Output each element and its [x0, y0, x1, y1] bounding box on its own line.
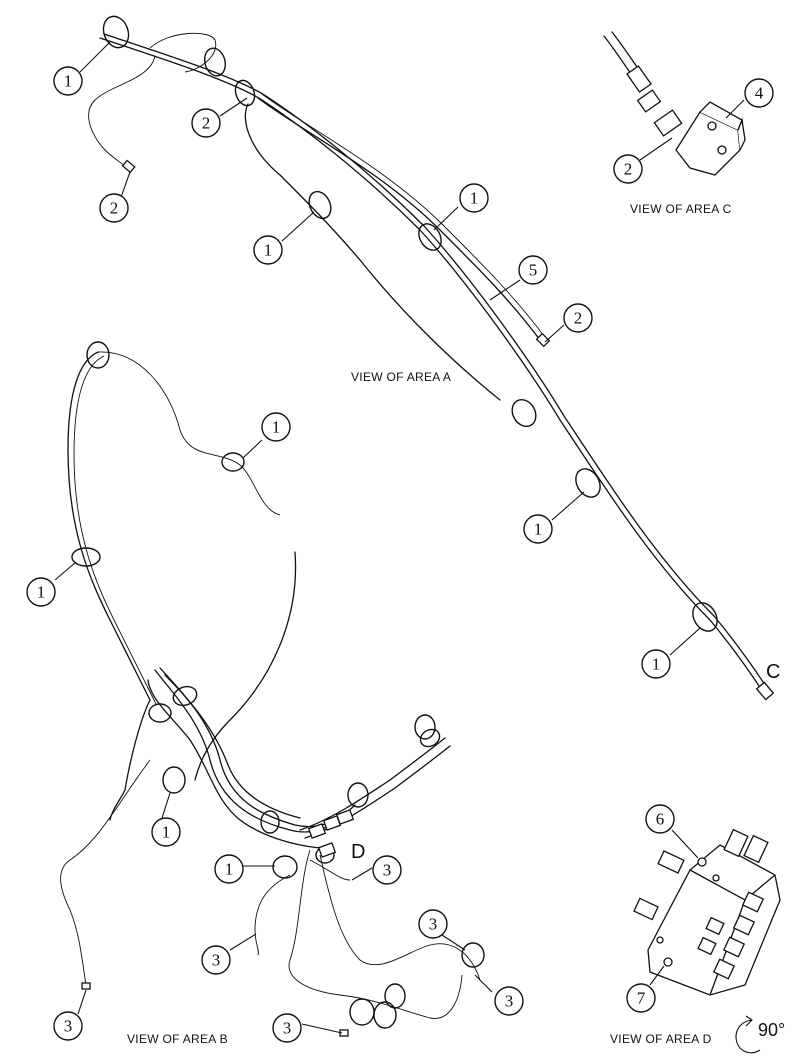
callout-number: 2	[624, 160, 633, 179]
callout: 7	[626, 983, 656, 1013]
callout: 1	[53, 66, 83, 96]
callout-number: 2	[574, 309, 583, 328]
callout-number: 1	[470, 189, 479, 208]
area-c-leaders	[639, 99, 745, 161]
area-b-harness	[60, 341, 485, 1037]
view-of-area-b-label: VIEW OF AREA B	[127, 1032, 228, 1046]
callout-number: 3	[383, 861, 392, 880]
callout-number: 2	[110, 199, 119, 218]
rotation-label: 90°	[758, 1020, 785, 1040]
area-b-leaders	[54, 439, 493, 1034]
callout: 2	[613, 154, 643, 184]
callout-number: 1	[37, 583, 46, 602]
view-of-area-a-label: VIEW OF AREA A	[351, 370, 451, 384]
callout: 2	[563, 303, 593, 333]
area-d-marker: D	[351, 841, 365, 863]
callout: 3	[272, 1013, 302, 1043]
callout-number: 2	[202, 114, 211, 133]
callout-number: 1	[534, 520, 543, 539]
callout: 4	[744, 78, 774, 108]
callout-number: 3	[505, 992, 514, 1011]
callout-number: 1	[64, 72, 73, 91]
callout: 5	[518, 255, 548, 285]
callout: 3	[372, 855, 402, 885]
area-a-leaders	[79, 41, 701, 656]
callout-number: 7	[637, 989, 646, 1008]
callout-number: 5	[529, 261, 538, 280]
callout-number: 3	[283, 1019, 292, 1038]
callout-number: 1	[652, 655, 661, 674]
callout-number: 3	[429, 915, 438, 934]
callout-number: 1	[162, 823, 171, 842]
view-of-area-c-label: VIEW OF AREA C	[630, 202, 732, 216]
callout: 1	[253, 235, 283, 265]
callout-number: 4	[755, 84, 764, 103]
callout-number: 1	[264, 241, 273, 260]
callout-number: 6	[656, 810, 665, 829]
callout: 3	[418, 909, 448, 939]
area-c-assembly	[603, 31, 746, 176]
callout-number: 3	[212, 951, 221, 970]
callout-number: 3	[64, 1017, 73, 1036]
callout: 3	[201, 945, 231, 975]
area-c-marker: C	[766, 661, 780, 683]
area-d-leaders	[649, 829, 699, 986]
callout: 1	[641, 649, 671, 679]
callout: 1	[26, 577, 56, 607]
callout: 1	[523, 514, 553, 544]
callout: 1	[214, 854, 244, 884]
callout: 3	[494, 986, 524, 1016]
callout: 6	[645, 804, 675, 834]
callout-number: 1	[272, 418, 281, 437]
view-of-area-d-label: VIEW OF AREA D	[610, 1032, 712, 1046]
rotation-arrow-icon	[735, 1015, 761, 1054]
area-a-harness	[88, 15, 775, 701]
callout: 1	[151, 817, 181, 847]
callout: 2	[99, 193, 129, 223]
area-d-valve	[633, 828, 781, 996]
callout-number: 1	[225, 860, 234, 879]
callout: 3	[53, 1011, 83, 1041]
callout: 1	[459, 183, 489, 213]
callout: 1	[261, 412, 291, 442]
callout: 2	[191, 108, 221, 138]
